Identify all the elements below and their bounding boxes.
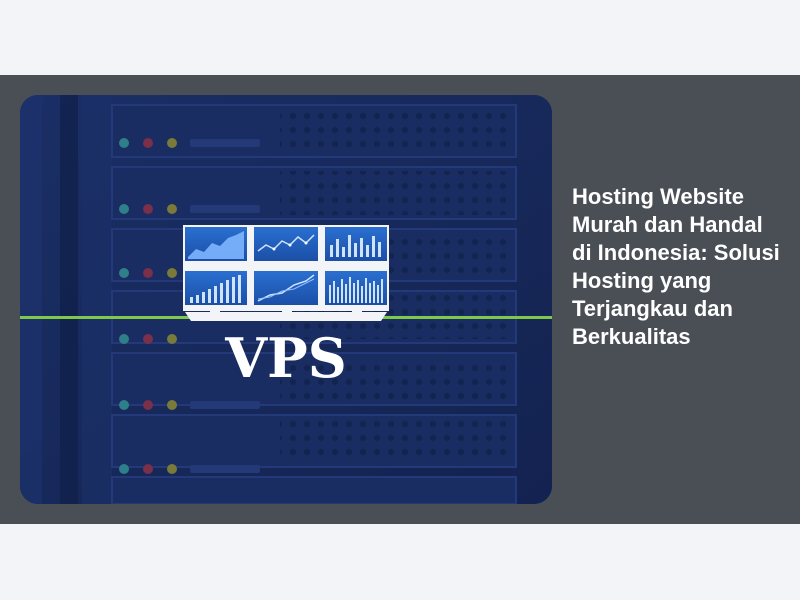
vps-label: VPS <box>224 326 347 390</box>
article-card[interactable]: VPS Hosting Website Murah dan Handal di … <box>0 75 800 524</box>
top-band <box>0 0 800 75</box>
bottom-band <box>0 524 800 600</box>
rack-post-left <box>20 95 42 504</box>
monitor-cluster <box>183 225 389 321</box>
article-title[interactable]: Hosting Website Murah dan Handal di Indo… <box>572 184 780 349</box>
article-thumbnail[interactable]: VPS <box>20 95 552 504</box>
vps-illustration: VPS <box>20 95 552 504</box>
